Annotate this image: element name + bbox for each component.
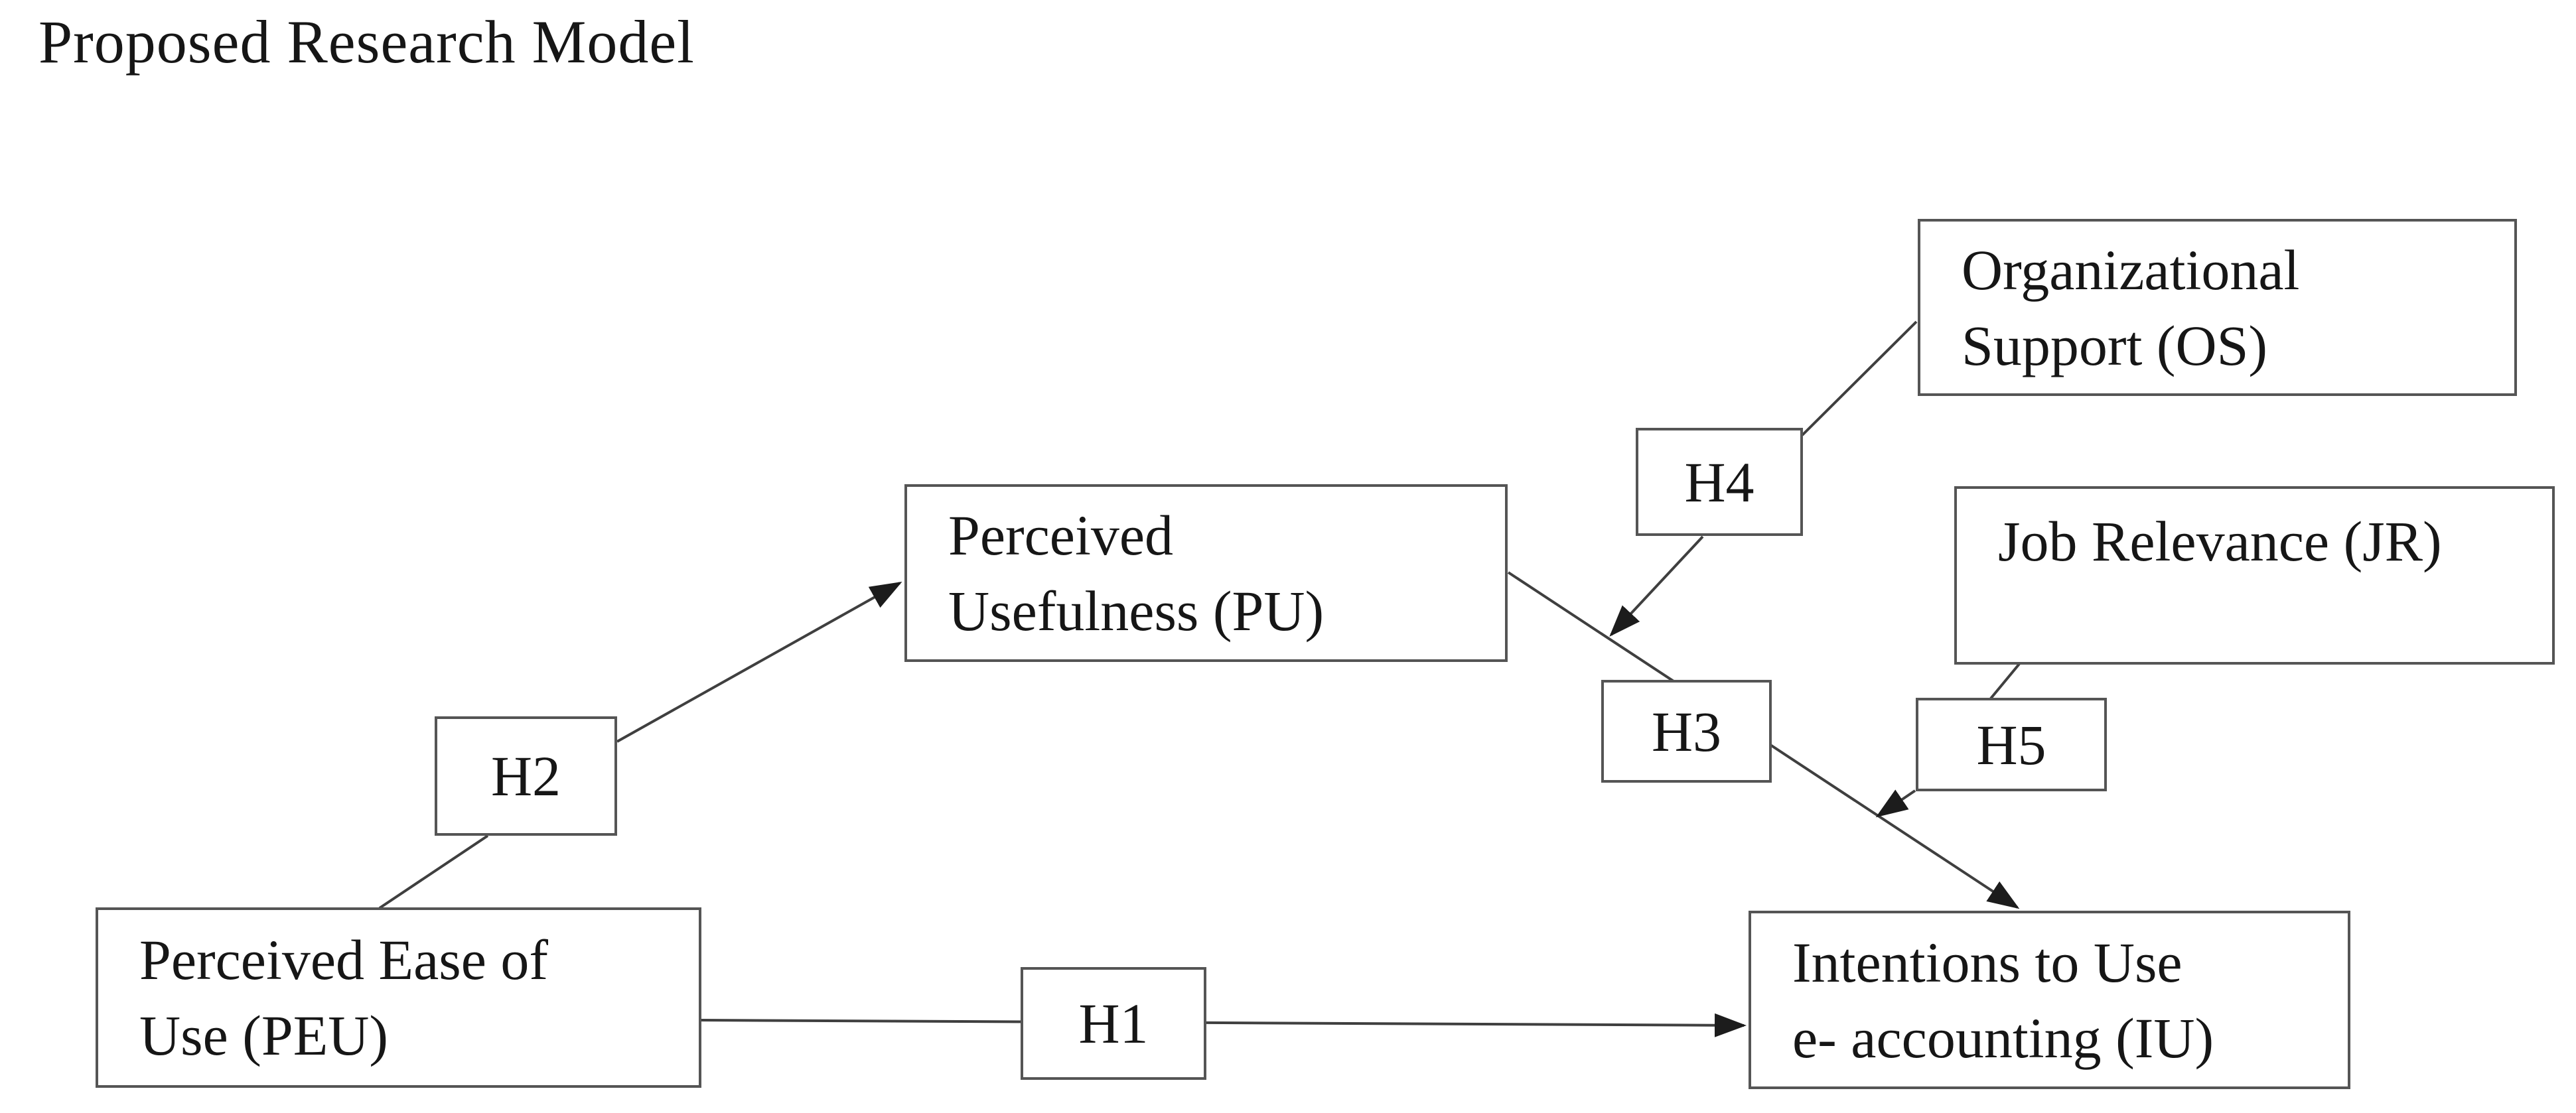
node-label-line: e- accounting (IU) <box>1792 1006 2214 1070</box>
edge-jr-h5-segment <box>1989 663 2021 700</box>
hypothesis-box-h4: H4 <box>1636 428 1803 536</box>
hypothesis-label: H2 <box>490 744 561 808</box>
hypothesis-box-h5: H5 <box>1916 698 2107 791</box>
hypothesis-label: H1 <box>1078 992 1149 1055</box>
hypothesis-label: H5 <box>1976 712 2046 777</box>
node-label-line: Perceived Ease of <box>139 928 549 992</box>
node-organizational-support: Organizational Support (OS) <box>1918 219 2517 396</box>
node-label-line: Organizational <box>1962 237 2300 302</box>
node-label-line: Usefulness (PU) <box>948 579 1324 643</box>
hypothesis-box-h2: H2 <box>435 716 617 836</box>
hypothesis-label: H4 <box>1684 450 1754 514</box>
node-label-line: Perceived <box>948 503 1174 567</box>
node-perceived-ease-of-use: Perceived Ease of Use (PEU) <box>96 907 701 1088</box>
node-label-line: Use (PEU) <box>139 1004 388 1067</box>
edge-h2-pu-arrow <box>616 582 902 743</box>
edge-h5-moderation-arrow <box>1875 789 1916 818</box>
node-label-line: Intentions to Use <box>1792 930 2182 994</box>
node-perceived-usefulness: Perceived Usefulness (PU) <box>904 484 1508 662</box>
figure-title: Proposed Research Model <box>38 8 695 76</box>
node-job-relevance: Job Relevance (JR) <box>1954 486 2555 665</box>
hypothesis-label: H3 <box>1651 699 1722 763</box>
hypothesis-box-h1: H1 <box>1021 967 1206 1080</box>
edge-peu-h1-iu-arrow <box>701 1013 1747 1037</box>
edge-peu-h2-segment <box>378 834 489 909</box>
node-label-line: Job Relevance (JR) <box>1998 509 2442 573</box>
node-intentions-to-use: Intentions to Use e- accounting (IU) <box>1749 911 2350 1089</box>
edge-h4-moderation-arrow <box>1609 535 1704 637</box>
edge-os-h4-segment <box>1801 320 1918 436</box>
node-label-line: Support (OS) <box>1962 313 2268 377</box>
hypothesis-box-h3: H3 <box>1601 680 1772 783</box>
